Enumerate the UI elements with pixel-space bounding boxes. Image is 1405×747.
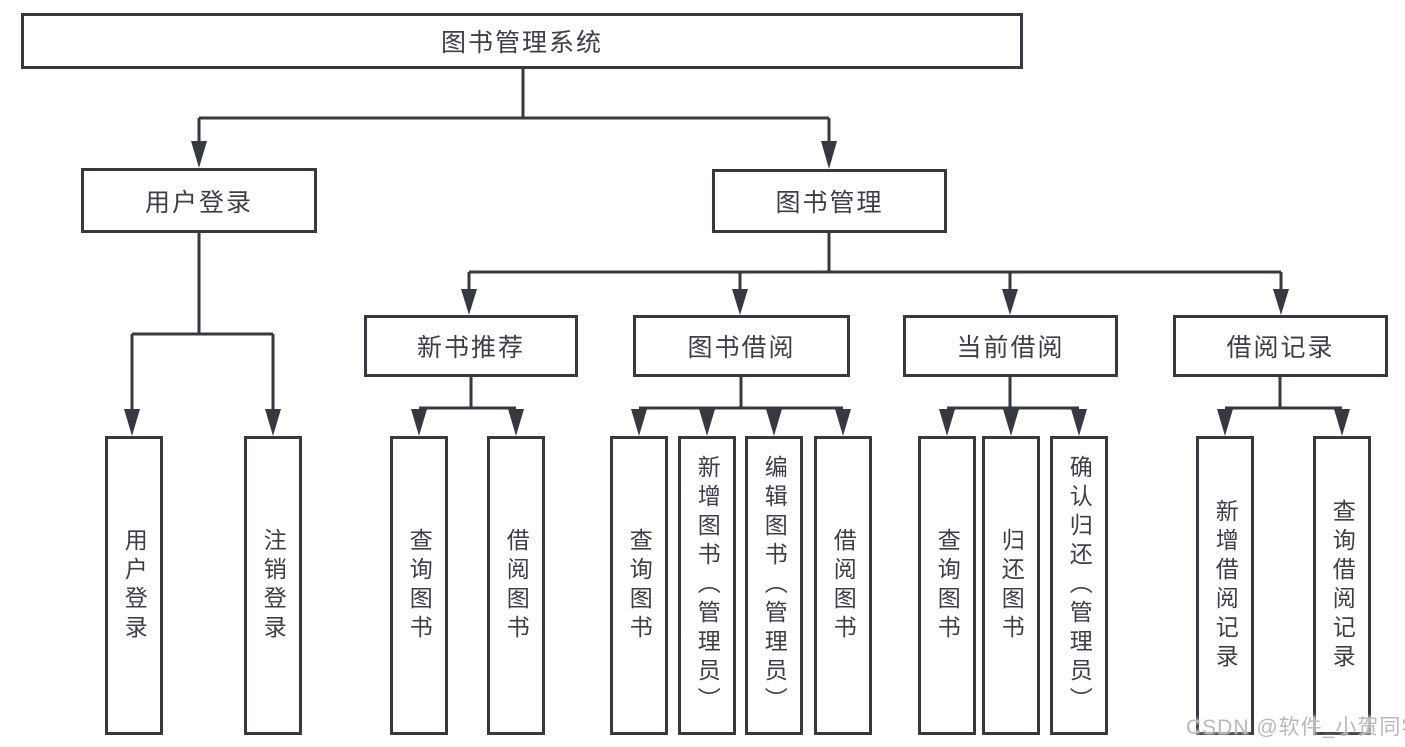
node-root-label: 图书管理系统: [440, 29, 603, 57]
leaf-records-add-borrow-record: 新增借阅记录: [1196, 436, 1254, 735]
node-borrow-records: 借阅记录: [1173, 315, 1388, 377]
node-borrow-records-label: 借阅记录: [1226, 334, 1335, 362]
node-user-login-label: 用户登录: [144, 188, 253, 217]
leaf-current-query-books: 查询图书: [918, 436, 976, 735]
connector-new-book-recommend-to-leaves: [411, 377, 524, 436]
connector-borrow-records-to-leaves: [1217, 377, 1350, 436]
csdn-watermark: CSDN @软件_小贺同学: [1186, 716, 1405, 739]
node-book-management: 图书管理: [712, 169, 947, 233]
leaf-borrow-query-books: 查询图书: [610, 436, 668, 735]
leaf-current-confirm-return-admin: 确认归还（管理员）: [1050, 436, 1108, 735]
node-book-management-label: 图书管理: [775, 189, 884, 217]
node-book-borrow-label: 图书借阅: [687, 334, 796, 362]
connector-book-management-to-level3: [461, 233, 1289, 315]
node-user-login: 用户登录: [81, 168, 317, 233]
node-book-borrow: 图书借阅: [633, 315, 850, 377]
leaf-logout-login: 注销登录: [244, 436, 302, 735]
node-current-borrow-label: 当前借阅: [956, 334, 1065, 362]
leaf-newbook-borrow-books: 借阅图书: [487, 436, 545, 735]
connector-book-borrow-to-leaves: [631, 377, 851, 436]
node-current-borrow: 当前借阅: [903, 315, 1118, 377]
connector-current-borrow-to-leaves: [939, 377, 1087, 436]
node-new-book-recommend-label: 新书推荐: [416, 334, 525, 362]
leaf-current-return-books: 归还图书: [982, 436, 1040, 735]
node-root-library-management-system: 图书管理系统: [21, 13, 1023, 69]
connector-user-login-to-leaves: [124, 233, 281, 436]
node-new-book-recommend: 新书推荐: [364, 315, 578, 377]
connector-root-to-level2: [191, 69, 837, 169]
leaf-borrow-borrow-books: 借阅图书: [814, 436, 872, 735]
leaf-records-query-borrow-record: 查询借阅记录: [1313, 436, 1371, 735]
leaf-borrow-edit-books-admin: 编辑图书（管理员）: [745, 436, 803, 735]
leaf-user-login: 用户登录: [105, 436, 163, 735]
leaf-borrow-add-books-admin: 新增图书（管理员）: [678, 436, 736, 735]
leaf-newbook-query-books: 查询图书: [390, 436, 448, 735]
